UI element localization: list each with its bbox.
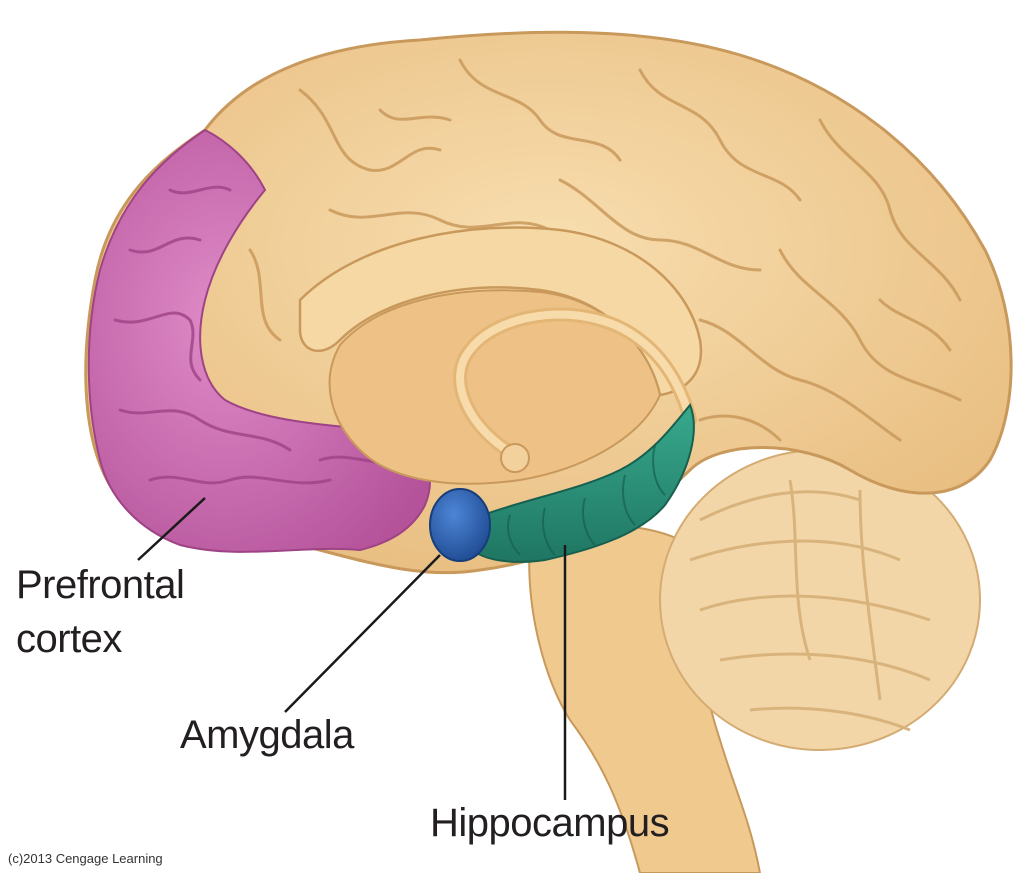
prefrontal-label-line1: Prefrontal — [16, 562, 184, 608]
prefrontal-label-line2: cortex — [16, 616, 122, 662]
amygdala-label: Amygdala — [180, 712, 354, 758]
cerebellum — [660, 450, 980, 750]
copyright-notice: (c)2013 Cengage Learning — [8, 851, 163, 866]
mammillary-body — [501, 444, 529, 472]
amygdala-leader-line — [285, 555, 440, 712]
amygdala-region — [430, 489, 490, 561]
hippocampus-label: Hippocampus — [430, 800, 669, 846]
